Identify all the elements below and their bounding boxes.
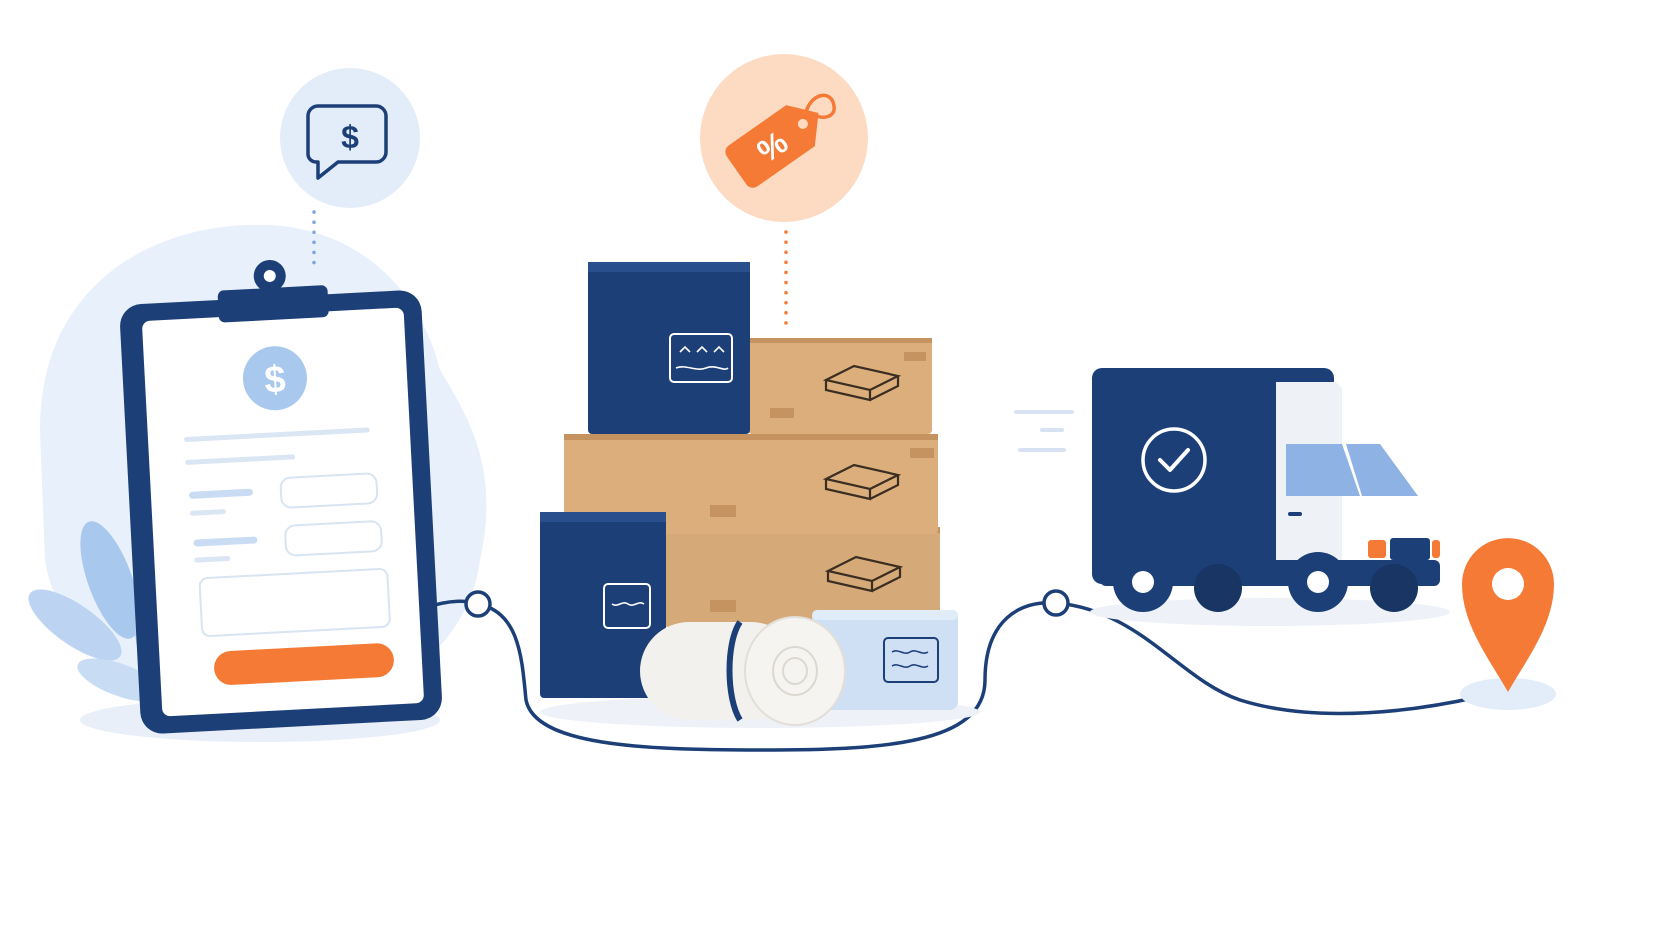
clipboard-form: $ xyxy=(184,346,394,685)
speed-lines xyxy=(1014,410,1074,452)
truck-wheels xyxy=(1113,552,1418,612)
discount-bubble: % xyxy=(700,54,868,328)
svg-text:$: $ xyxy=(263,359,286,402)
navy-box-short xyxy=(540,512,666,698)
route-node-2 xyxy=(1042,589,1070,617)
route-line xyxy=(426,599,1480,752)
check-circle-icon xyxy=(1141,427,1207,493)
clipboard-clip xyxy=(217,259,329,323)
navy-box-tall xyxy=(588,262,750,434)
svg-text:$: $ xyxy=(341,119,359,155)
light-blue-box xyxy=(812,610,958,710)
clipboard: $ xyxy=(120,259,442,734)
dollar-coin-icon: $ xyxy=(242,346,307,411)
percent-tag-icon: % xyxy=(725,105,819,188)
submit-button-shape xyxy=(214,643,394,685)
dollar-chat-icon: $ xyxy=(306,104,388,180)
mattress-icon xyxy=(824,555,904,593)
mattress-icon xyxy=(822,364,902,402)
rolled-mattress xyxy=(640,616,846,726)
box-stack xyxy=(540,262,980,728)
route-node-1 xyxy=(464,590,492,618)
cardboard-box-top xyxy=(748,338,932,434)
delivery-truck xyxy=(1014,368,1450,626)
location-pin-icon xyxy=(1460,538,1556,710)
quote-bubble: $ xyxy=(280,68,420,274)
mattress-icon xyxy=(822,463,902,501)
cardboard-box-middle xyxy=(564,434,938,534)
